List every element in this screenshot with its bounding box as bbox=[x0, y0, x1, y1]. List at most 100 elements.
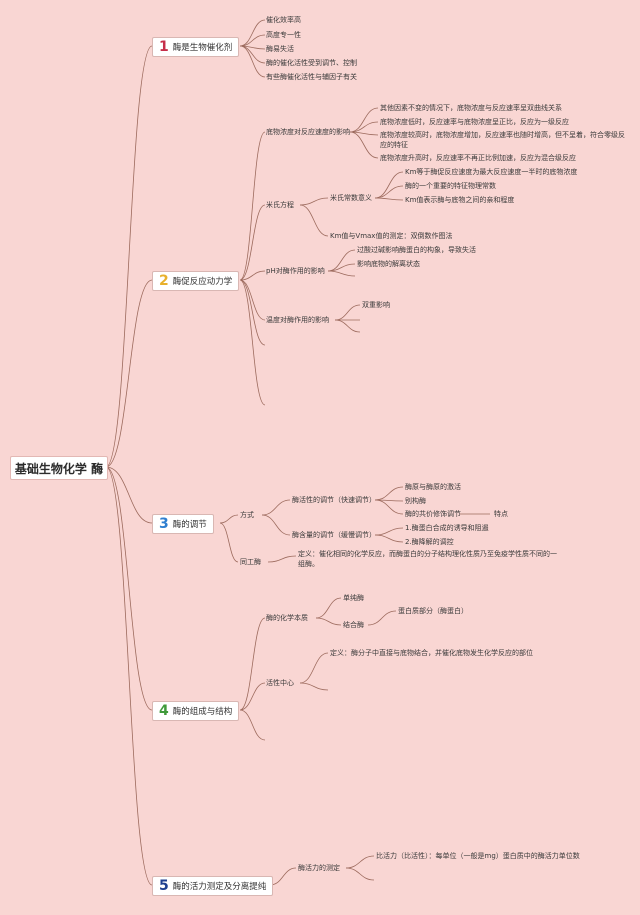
connector bbox=[105, 45, 153, 468]
topic-2-number: 2 bbox=[159, 273, 169, 289]
topic-3-label: 酶的调节 bbox=[172, 520, 207, 530]
b3-amount[interactable]: 酶含量的调节（缓慢调节） bbox=[292, 531, 376, 539]
b2-conc-item[interactable]: 底物浓度较高时，底物浓度增加，反应速率也随时增高，但不呈着，符合零级反应的特征 bbox=[380, 131, 625, 149]
b3-activity-item[interactable]: 酶原与酶原的激活 bbox=[405, 483, 461, 491]
connector bbox=[345, 855, 375, 869]
connector bbox=[367, 610, 397, 626]
connector bbox=[374, 527, 404, 536]
b3-isozyme-def[interactable]: 定义：催化相同的化学反应，而酶蛋白的分子结构理化性质乃至免疫学性质不同的一组酶。 bbox=[298, 550, 557, 568]
topic-5-number: 5 bbox=[159, 878, 169, 894]
connector bbox=[239, 279, 266, 406]
b4-active-center-def[interactable]: 定义：酶分子中直接与底物结合，并催化底物发生化学反应的部位 bbox=[330, 649, 533, 657]
b2-mm-equation[interactable]: 米氏方程 bbox=[266, 201, 294, 209]
connector bbox=[315, 597, 342, 619]
topic-1-number: 1 bbox=[159, 39, 169, 55]
connector bbox=[334, 304, 361, 321]
topic-2-label: 酶促反应动力学 bbox=[172, 277, 233, 287]
b3-feature[interactable]: 特点 bbox=[494, 510, 508, 518]
b2-concentration[interactable]: 底物浓度对反应速度的影响 bbox=[266, 128, 350, 136]
connector bbox=[239, 45, 266, 78]
connector bbox=[239, 617, 266, 711]
b2-conc-item[interactable]: 底物浓度低时，反应速率与底物浓度呈正比，反应为一级反应 bbox=[380, 118, 569, 126]
connector bbox=[349, 121, 379, 133]
connector bbox=[239, 270, 266, 281]
b2-ph-item[interactable]: 影响底物的解离状态 bbox=[357, 260, 420, 268]
connector bbox=[267, 555, 297, 563]
connector bbox=[105, 466, 153, 886]
connector bbox=[374, 197, 404, 201]
connector bbox=[239, 19, 266, 47]
connector bbox=[105, 466, 153, 524]
topic-4-label: 酶的组成与结构 bbox=[172, 707, 233, 717]
b2-km-item[interactable]: Km等于酶促反应速度为最大反应速度一半时的底物浓度 bbox=[405, 168, 578, 176]
connector bbox=[105, 466, 153, 711]
b2-km-item[interactable]: Km值表示酶与底物之间的亲和程度 bbox=[405, 196, 515, 204]
connector bbox=[219, 522, 239, 563]
b2-temperature[interactable]: 温度对酶作用的影响 bbox=[266, 316, 329, 324]
connector bbox=[239, 279, 266, 346]
b5-specific-activity[interactable]: 比活力（比活性）：每单位（一般是mg）蛋白质中的酶活力单位数 bbox=[376, 852, 580, 860]
connector bbox=[261, 514, 291, 536]
connector bbox=[299, 682, 329, 691]
connector bbox=[334, 319, 361, 333]
b2-conc-item[interactable]: 其他因素不变的情况下，底物浓度与反应速率呈双曲线关系 bbox=[380, 104, 562, 112]
b3-mode[interactable]: 方式 bbox=[240, 511, 254, 519]
connector bbox=[374, 534, 404, 543]
connector bbox=[261, 499, 291, 516]
connector bbox=[299, 204, 329, 237]
connector bbox=[374, 185, 404, 199]
b5-activity-measure[interactable]: 酶活力的测定 bbox=[298, 864, 340, 872]
b3-activity-item[interactable]: 别构酶 bbox=[405, 497, 426, 505]
b2-temp-item[interactable]: 双重影响 bbox=[362, 301, 390, 309]
b4-chemical-nature[interactable]: 酶的化学本质 bbox=[266, 614, 308, 622]
connector bbox=[327, 249, 356, 272]
b3-activity-item[interactable]: 酶的共价修饰调节 bbox=[405, 510, 461, 518]
connector bbox=[315, 617, 342, 626]
connector bbox=[345, 867, 375, 881]
b1-item[interactable]: 高度专一性 bbox=[266, 31, 301, 39]
b4-simple-enzyme[interactable]: 单纯酶 bbox=[343, 594, 364, 602]
root-title: 基础生物化学 酶 bbox=[14, 461, 104, 476]
connector bbox=[349, 131, 379, 159]
topic-4-number: 4 bbox=[159, 703, 169, 719]
b3-activity[interactable]: 酶活性的调节（快速调节） bbox=[292, 496, 376, 504]
connector bbox=[269, 867, 297, 886]
b2-ph[interactable]: pH对酶作用的影响 bbox=[266, 267, 325, 275]
b2-ph-item[interactable]: 过酸过碱影响酶蛋白的构象，导致失活 bbox=[357, 246, 476, 254]
connector bbox=[239, 34, 266, 47]
connector bbox=[299, 652, 329, 684]
connector bbox=[374, 486, 404, 501]
connector bbox=[374, 171, 404, 199]
root-node[interactable]: 基础生物化学 酶 bbox=[10, 456, 108, 480]
b1-item[interactable]: 有些酶催化活性与辅因子有关 bbox=[266, 73, 357, 81]
topic-1-label: 酶是生物催化剂 bbox=[172, 43, 233, 53]
connector bbox=[374, 499, 404, 515]
b2-km-measure[interactable]: Km值与Vmax值的测定：双倒数作图法 bbox=[330, 232, 453, 240]
b4-active-center[interactable]: 活性中心 bbox=[266, 679, 294, 687]
b2-km-item[interactable]: 酶的一个重要的特征物理常数 bbox=[405, 182, 496, 190]
b1-item[interactable]: 催化效率高 bbox=[266, 16, 301, 24]
b1-item[interactable]: 酶易失活 bbox=[266, 45, 294, 53]
connector bbox=[105, 279, 153, 468]
b4-conjugated-enzyme[interactable]: 结合酶 bbox=[343, 621, 364, 629]
b3-amount-item[interactable]: 2.酶降解的调控 bbox=[405, 538, 454, 546]
connector bbox=[327, 270, 356, 277]
b3-amount-item[interactable]: 1.酶蛋白合成的诱导和阻遏 bbox=[405, 524, 489, 532]
connector bbox=[219, 514, 239, 524]
topic-3-number: 3 bbox=[159, 516, 169, 532]
b2-km-meaning[interactable]: 米氏常数意义 bbox=[330, 194, 372, 202]
connector bbox=[239, 204, 266, 281]
connector bbox=[299, 197, 329, 206]
topic-5-label: 酶的活力测定及分离提纯 bbox=[172, 882, 267, 892]
b4-protein-part[interactable]: 蛋白质部分（酶蛋白） bbox=[398, 607, 468, 615]
b3-isozyme[interactable]: 同工酶 bbox=[240, 558, 261, 566]
b1-item[interactable]: 酶的催化活性受到调节、控制 bbox=[266, 59, 357, 67]
connector bbox=[349, 107, 379, 133]
b2-conc-item[interactable]: 底物浓度升高时，反应速率不再正比例加速，反应为混合级反应 bbox=[380, 154, 576, 162]
